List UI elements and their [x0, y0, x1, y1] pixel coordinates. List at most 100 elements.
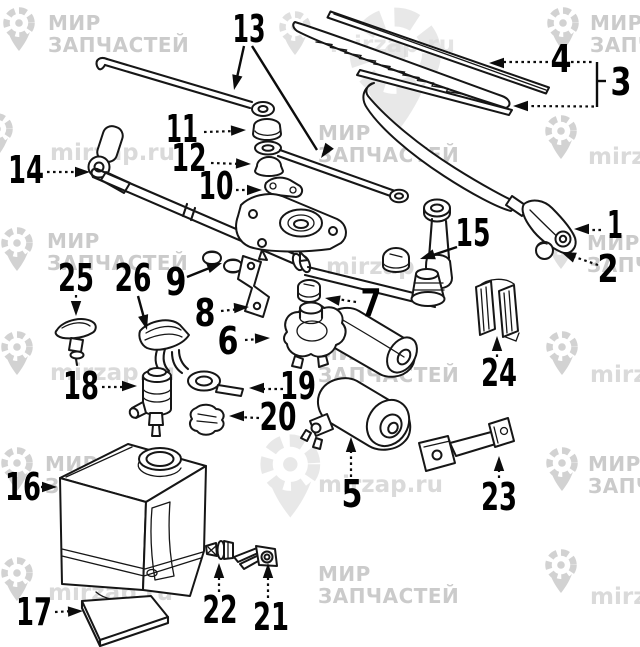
- rubber-mount: [188, 403, 225, 436]
- callout-number: 17: [16, 590, 52, 634]
- callout-number: 10: [199, 164, 234, 208]
- watermark-brand: ЗАПЧАСТЕЙ: [47, 251, 188, 275]
- callout-26: 26: [115, 256, 153, 332]
- callout-number: 22: [203, 588, 238, 632]
- callout-5: 5: [342, 437, 363, 516]
- callout-20: 20: [229, 395, 297, 439]
- callout-number: 24: [481, 351, 517, 395]
- callout-number: 23: [481, 475, 517, 519]
- callout-number: 20: [260, 395, 297, 439]
- motor-support-bracket: [418, 417, 515, 472]
- watermark-logo-icon: [550, 451, 575, 492]
- frame-grommets: [202, 250, 243, 274]
- callout-layer: 1 2 3 4 5 6: [5, 7, 632, 639]
- callout-16: 16: [5, 465, 57, 509]
- callout-number: 25: [58, 256, 94, 300]
- callout-number: 11: [166, 107, 198, 151]
- callout-number: 4: [551, 37, 572, 81]
- motor-armature: [300, 377, 412, 451]
- callout-19: 19: [249, 364, 316, 408]
- callout-number: 21: [253, 595, 289, 639]
- callout-number: 5: [342, 472, 363, 516]
- watermark-brand: МИР: [318, 562, 371, 586]
- motor-crank-link: [187, 370, 244, 397]
- watermark-brand: МИР: [588, 452, 640, 476]
- watermark-brand: МИР: [318, 121, 371, 145]
- pivot-crank-link: [264, 176, 304, 198]
- watermark-site: mirzap.ru: [318, 472, 443, 498]
- wiper-arm-head: [87, 125, 131, 194]
- callout-number: 3: [611, 60, 632, 104]
- callout-2: 2: [559, 247, 619, 291]
- callout-8: 8: [195, 291, 250, 335]
- reservoir-pad: [80, 595, 170, 647]
- watermark-logo-icon: [7, 11, 32, 52]
- callout-12: 12: [172, 136, 252, 180]
- callout-number: 1: [607, 203, 623, 247]
- pivot-bushings: [252, 118, 284, 177]
- callout-number: 19: [280, 364, 316, 408]
- callout-1: 1: [574, 203, 623, 247]
- callout-11: 11: [166, 107, 247, 151]
- callout-number: 15: [456, 211, 491, 255]
- watermark-logo-icon: [550, 335, 575, 376]
- washer-reservoir: [59, 443, 207, 601]
- wiper-motor: [283, 301, 418, 378]
- callout-13: 13: [228, 7, 334, 161]
- callout-4: 4: [489, 37, 572, 81]
- watermark-brand: ЗАПЧАСТЕЙ: [48, 33, 189, 57]
- callout-25: 25: [58, 256, 94, 316]
- watermark-logo-icon: [267, 441, 315, 518]
- callout-number: 18: [63, 364, 99, 408]
- callout-number: 7: [361, 281, 382, 325]
- callout-number: 13: [233, 7, 266, 51]
- level-sensor: [233, 545, 278, 570]
- wiper-arm: [362, 82, 577, 254]
- callout-3: 3: [513, 60, 632, 112]
- watermark-brand: ЗАПЧАСТЕЙ: [318, 584, 459, 608]
- wiper-link-rod-b: [276, 148, 409, 204]
- callout-number: 2: [598, 247, 619, 291]
- wiper-link-rod-a: [95, 56, 275, 117]
- watermark-site: mirzap.ru: [588, 144, 640, 170]
- callout-10: 10: [199, 164, 262, 208]
- callout-number: 8: [195, 291, 216, 335]
- callout-17: 17: [16, 590, 84, 634]
- watermark-brand: МИР: [590, 11, 640, 35]
- pivot-mount-bracket: [475, 278, 520, 342]
- callout-18: 18: [63, 364, 137, 408]
- washer-pump: [128, 367, 172, 437]
- watermark-logo-icon: [549, 119, 574, 160]
- callout-21: 21: [253, 563, 289, 639]
- watermark-logo-icon: [5, 335, 30, 376]
- right-spindle-assembly: [410, 198, 453, 307]
- watermark-brand: МИР: [48, 11, 101, 35]
- callout-9: 9: [166, 258, 224, 304]
- motor-grommet: [297, 279, 321, 303]
- callout-number: 26: [115, 256, 152, 300]
- callout-6: 6: [218, 319, 271, 363]
- callout-number: 16: [5, 465, 41, 509]
- callout-24: 24: [481, 336, 517, 395]
- wiper-blade: [292, 21, 513, 116]
- center-mount-plate: [235, 193, 347, 262]
- callout-15: 15: [418, 211, 491, 264]
- mount-bracket-strap: [237, 255, 270, 318]
- watermark-site: mirzap.ru: [590, 584, 640, 610]
- hose-fitting: [205, 540, 234, 560]
- spindle-grommet-cap: [382, 247, 410, 273]
- watermark-brand: ЗАПЧАСТЕЙ: [588, 474, 640, 498]
- pivot-cap: [535, 241, 554, 260]
- watermark-brand: МИР: [47, 229, 100, 253]
- callout-14: 14: [8, 148, 90, 192]
- watermark-logo-icon: [5, 231, 30, 272]
- callout-number: 12: [172, 136, 207, 180]
- watermark-site: mirzap.ru: [590, 362, 640, 388]
- watermark-logo-icon: [549, 553, 574, 594]
- callout-number: 6: [218, 319, 239, 363]
- callout-7: 7: [324, 281, 382, 325]
- callout-number: 14: [8, 148, 44, 192]
- diagram-parts: [54, 10, 577, 647]
- watermark-brand: ЗАПЧАСТЕЙ: [590, 33, 640, 57]
